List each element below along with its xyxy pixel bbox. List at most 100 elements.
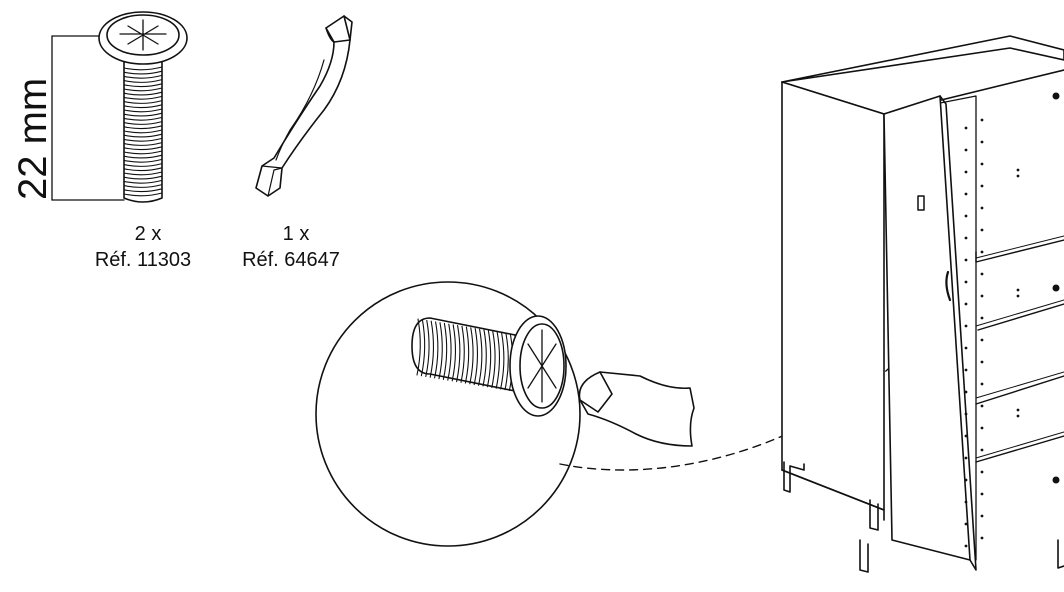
thread-line (123, 158, 163, 163)
part-reference: Réf. 11303 (95, 249, 191, 271)
hole-dot (1016, 294, 1020, 298)
part-label-screw: 2 x Réf. 11303 (95, 223, 191, 271)
thread-line (442, 322, 448, 380)
hole-dot (980, 184, 984, 188)
hole-dot (964, 390, 968, 394)
thread-line (420, 319, 426, 377)
hole-dot (964, 544, 968, 548)
hole-dot (980, 404, 984, 408)
thread-line (451, 324, 456, 382)
thread-line (123, 192, 163, 197)
hole-dot (980, 382, 984, 386)
thread-line (123, 142, 163, 146)
thread-line (123, 121, 163, 125)
thread-line (123, 95, 163, 100)
dimension-label: 22 mm (11, 78, 55, 200)
hole-dot (980, 426, 984, 430)
hole-dot (980, 294, 984, 298)
hole-dot (1016, 414, 1020, 418)
hole-dot (980, 492, 984, 496)
hole-dot (1016, 174, 1020, 178)
thread-line (123, 133, 163, 138)
thread-line (123, 179, 163, 184)
hole-dot (964, 302, 968, 306)
thread-line (123, 91, 163, 96)
wardrobe-holes (964, 118, 1020, 548)
thread-line (123, 70, 163, 75)
thread-line (123, 100, 163, 104)
thread-line (123, 112, 163, 117)
part-quantity: 1 x (283, 223, 310, 245)
thread-line (123, 74, 163, 79)
thread-line (495, 331, 500, 389)
thread-line (123, 175, 163, 180)
hole-dot (964, 478, 968, 482)
dimension-bracket (51, 35, 125, 201)
thread-line (123, 79, 163, 83)
thread-line (434, 321, 439, 379)
zoom-screw-threads (416, 318, 522, 393)
thread-line (123, 108, 163, 113)
thread-line (504, 333, 509, 391)
thread-line (123, 125, 163, 130)
part-reference: Réf. 64647 (242, 249, 340, 271)
thread-line (123, 188, 163, 193)
screw-threads (123, 66, 163, 197)
thread-line (123, 163, 163, 167)
thread-line (123, 184, 163, 188)
part-label-handle: 1 x Réf. 64647 (242, 223, 340, 271)
thread-line (460, 325, 465, 383)
thread-line (416, 318, 421, 376)
handle-part-illustration (255, 15, 353, 197)
thread-line (469, 327, 474, 385)
hole-dot (980, 514, 984, 518)
part-quantity: 2 x (135, 223, 162, 245)
hole-dot (980, 316, 984, 320)
door-handle-mark (945, 270, 952, 302)
thread-line (473, 327, 478, 386)
thread-line (123, 129, 163, 134)
thread-line (123, 66, 163, 71)
wardrobe-illustration (781, 35, 1064, 573)
hole-dot (964, 214, 968, 218)
thread-line (482, 329, 487, 387)
thread-line (123, 146, 163, 151)
hole-dot (980, 206, 984, 210)
hole-dot (964, 236, 968, 240)
hole-dot (964, 258, 968, 262)
thread-line (456, 325, 461, 383)
thread-line (478, 328, 483, 386)
hole-dot (964, 412, 968, 416)
thread-line (123, 137, 163, 142)
screwdriver-tip (578, 371, 695, 447)
thread-line (123, 104, 163, 109)
thread-line (123, 116, 163, 121)
hole-dot (980, 228, 984, 232)
hole-dot (964, 456, 968, 460)
thread-line (491, 330, 496, 389)
hole-dot (964, 368, 968, 372)
hole-dot (964, 126, 968, 130)
thread-line (429, 320, 434, 378)
hole-dot (980, 272, 984, 276)
hole-dot (964, 170, 968, 174)
hole-dot (964, 522, 968, 526)
hole-dot (964, 500, 968, 504)
hole-dot (1016, 168, 1020, 172)
hole-dot (964, 280, 968, 284)
thread-line (438, 322, 443, 380)
thread-line (464, 326, 470, 384)
thread-line (123, 154, 163, 159)
screw-shank (123, 61, 163, 203)
thread-line (123, 167, 163, 172)
zoom-detail-circle (315, 281, 695, 547)
hole-dot (964, 192, 968, 196)
hole-dot (964, 148, 968, 152)
thread-line (123, 87, 163, 92)
thread-line (123, 83, 163, 88)
hole-dot (964, 346, 968, 350)
hole-dot (964, 434, 968, 438)
hole-dot (980, 338, 984, 342)
hole-dot (980, 118, 984, 122)
